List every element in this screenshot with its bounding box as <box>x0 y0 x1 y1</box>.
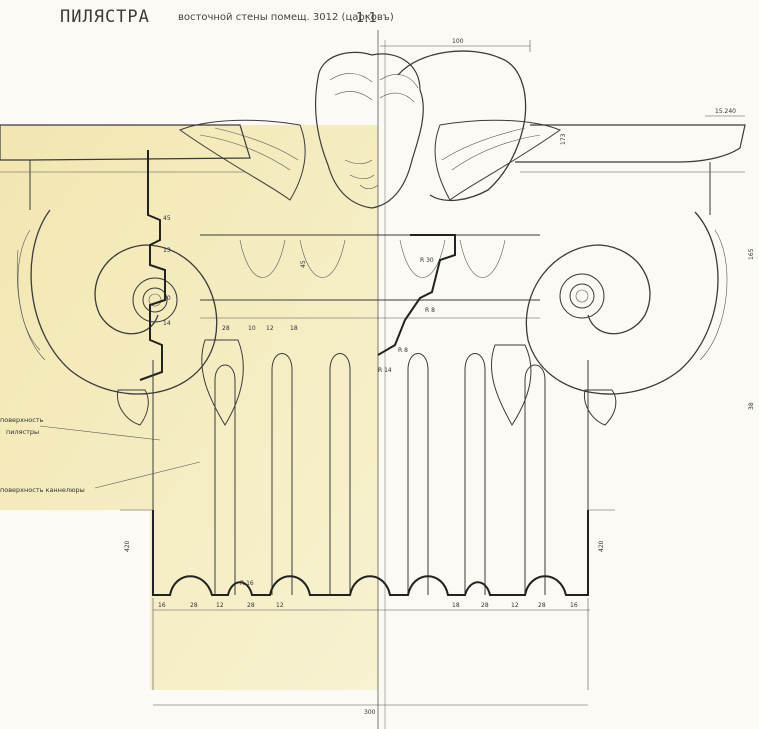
svg-text:16: 16 <box>570 602 578 609</box>
left-volute <box>16 209 218 395</box>
svg-text:173: 173 <box>560 133 567 145</box>
drawing-title: ПИЛЯСТРА <box>60 7 150 27</box>
profile-section-line <box>139 150 166 381</box>
svg-text:R 8: R 8 <box>425 307 435 314</box>
svg-text:13: 13 <box>163 247 171 254</box>
svg-text:28: 28 <box>190 602 198 609</box>
dimension-labels: 165 38 173 R 30 R 8 R 8 R 14 420 420 R 1… <box>124 133 755 716</box>
svg-text:16: 16 <box>158 602 166 609</box>
pendant-leaves <box>116 339 617 426</box>
profile-section-line-right <box>377 234 456 356</box>
svg-text:18: 18 <box>290 325 298 332</box>
drawing-scale: 1:1 <box>356 11 377 26</box>
svg-text:420: 420 <box>124 540 131 552</box>
svg-text:420: 420 <box>598 540 605 552</box>
svg-text:12: 12 <box>276 602 284 609</box>
svg-text:пилястры: пилястры <box>6 428 39 436</box>
svg-text:28: 28 <box>538 602 546 609</box>
svg-text:18: 18 <box>452 602 460 609</box>
echinus-band <box>200 234 540 319</box>
right-volute <box>525 211 728 395</box>
svg-text:R 8: R 8 <box>398 347 408 354</box>
annotation-notes: поверхность пилястры поверхность каннелю… <box>0 416 201 494</box>
svg-text:28: 28 <box>222 325 230 332</box>
svg-text:поверхность: поверхность <box>0 416 44 424</box>
svg-text:10: 10 <box>248 325 256 332</box>
level-mark: 15.240 <box>705 108 745 117</box>
svg-text:R 16: R 16 <box>240 580 254 587</box>
left-color-wash <box>0 125 378 690</box>
svg-text:100: 100 <box>452 38 464 45</box>
svg-text:28: 28 <box>481 602 489 609</box>
svg-text:поверхность каннелюры: поверхность каннелюры <box>0 486 85 494</box>
svg-text:12: 12 <box>266 325 274 332</box>
svg-text:12: 12 <box>511 602 519 609</box>
svg-text:165: 165 <box>748 248 755 260</box>
svg-text:R 30: R 30 <box>420 257 434 264</box>
svg-text:14: 14 <box>163 320 171 327</box>
svg-text:15.240: 15.240 <box>715 108 736 115</box>
pilaster-base <box>120 509 615 690</box>
svg-text:10: 10 <box>163 295 171 302</box>
top-dimension: 100 <box>380 38 531 52</box>
cherub-head <box>178 50 562 209</box>
svg-text:45: 45 <box>300 260 307 268</box>
svg-text:300: 300 <box>364 709 376 716</box>
svg-text:12: 12 <box>216 602 224 609</box>
abacus <box>0 124 746 215</box>
svg-text:45: 45 <box>163 215 171 222</box>
svg-text:28: 28 <box>247 602 255 609</box>
svg-text:38: 38 <box>748 402 755 410</box>
svg-text:R 14: R 14 <box>378 367 392 374</box>
drawing-subtitle: восточной стены помещ. 3012 (царковъ) <box>178 12 394 23</box>
